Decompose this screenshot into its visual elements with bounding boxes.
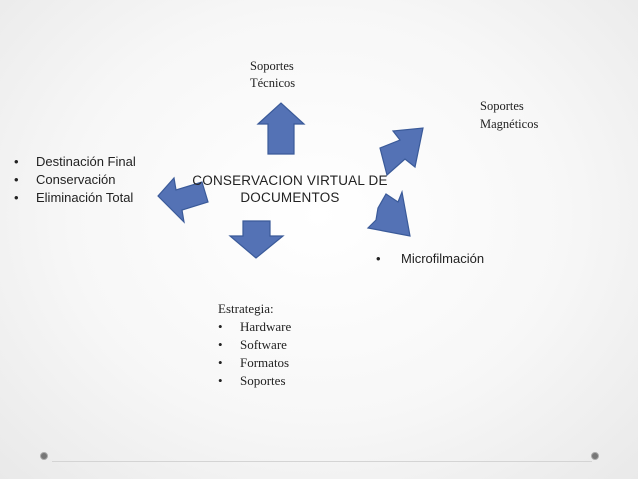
right-list: •Microfilmación bbox=[376, 250, 484, 268]
footer-divider bbox=[52, 461, 592, 462]
center-title: CONSERVACION VIRTUAL DE DOCUMENTOS bbox=[190, 172, 390, 206]
arrow-up bbox=[256, 102, 306, 155]
arrow-lower-right bbox=[366, 189, 411, 237]
bullet-icon: • bbox=[218, 319, 223, 334]
list-item: •Microfilmación bbox=[376, 251, 485, 266]
arrow-down bbox=[228, 220, 285, 259]
center-title-line1: CONSERVACION VIRTUAL DE bbox=[192, 173, 388, 188]
list-item: •Formatos bbox=[218, 355, 290, 370]
list-item: •Eliminación Total bbox=[14, 190, 134, 205]
bullet-icon: • bbox=[376, 251, 381, 266]
bullet-icon: • bbox=[14, 172, 19, 187]
list-item: •Destinación Final bbox=[14, 154, 136, 169]
arrow-upper-right bbox=[379, 127, 424, 177]
center-title-line2: DOCUMENTOS bbox=[240, 190, 340, 205]
bullet-icon: • bbox=[218, 373, 223, 388]
bottom-left-dot-icon bbox=[40, 452, 48, 460]
list-item: •Software bbox=[218, 337, 287, 352]
strategy-heading: Estrategia: bbox=[218, 301, 274, 316]
bottom-right-dot-icon bbox=[591, 452, 599, 460]
arrow-left bbox=[157, 176, 209, 224]
strategy-list: •Hardware •Software •Formatos •Soportes bbox=[218, 318, 291, 390]
top-label-line1: Soportes bbox=[250, 59, 294, 73]
list-item: •Soportes bbox=[218, 373, 286, 388]
top-right-label-line2: Magnéticos bbox=[480, 117, 539, 131]
strategy-block: Estrategia: •Hardware •Software •Formato… bbox=[218, 300, 291, 390]
bullet-icon: • bbox=[218, 355, 223, 370]
list-item: •Hardware bbox=[218, 319, 292, 334]
bullet-icon: • bbox=[14, 190, 19, 205]
top-label-line2: Técnicos bbox=[250, 76, 296, 90]
top-right-label: Soportes Magnéticos bbox=[480, 97, 538, 133]
top-right-label-line1: Soportes bbox=[480, 99, 524, 113]
top-label: Soportes Técnicos bbox=[250, 58, 295, 92]
bullet-icon: • bbox=[14, 154, 19, 169]
left-list: •Destinación Final •Conservación •Elimin… bbox=[14, 153, 136, 207]
bullet-icon: • bbox=[218, 337, 223, 352]
list-item: •Conservación bbox=[14, 172, 116, 187]
